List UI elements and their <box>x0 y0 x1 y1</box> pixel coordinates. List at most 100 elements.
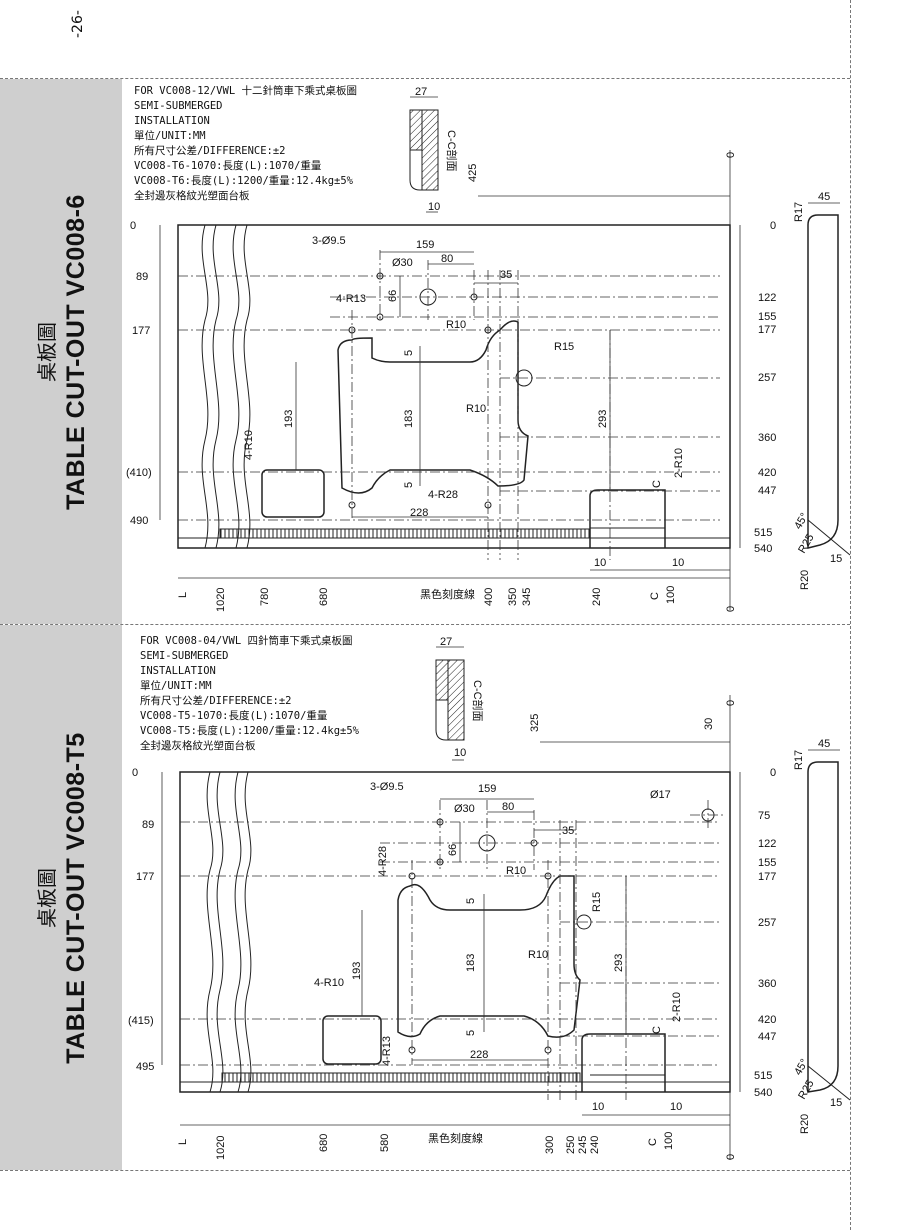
bottom-dim: 0 <box>725 1154 737 1160</box>
callout: 183 <box>403 410 415 428</box>
small-cutout <box>322 1015 382 1065</box>
section-dim-extra: 30 <box>703 718 715 730</box>
side-slot <box>589 489 666 548</box>
callout: R10 <box>466 403 486 415</box>
right-dim: 177 <box>758 324 776 336</box>
right-dim: 540 <box>754 543 772 555</box>
note-line: INSTALLATION <box>140 665 216 677</box>
right-dim: 155 <box>758 857 776 869</box>
edge-dim: R20 <box>799 1114 811 1134</box>
callout: R15 <box>591 892 603 912</box>
left-dim: 177 <box>132 325 150 337</box>
section-dim-height: 325 <box>529 714 541 732</box>
edge-profile <box>807 749 851 1101</box>
bottom-dim: C <box>649 592 661 600</box>
bottom-dim: 100 <box>665 586 677 604</box>
top-separator <box>0 78 850 79</box>
table-outline <box>179 771 731 1093</box>
note-line: 單位/UNIT:MM <box>140 680 212 692</box>
right-dim: 122 <box>758 292 776 304</box>
callout: 3-Ø9.5 <box>312 235 346 247</box>
left-dim: 495 <box>136 1061 154 1073</box>
note-line: FOR VC008-12/VWL 十二針筒車下乘式桌板圖 <box>134 85 357 97</box>
right-dim: 257 <box>758 917 776 929</box>
callout: 3-Ø9.5 <box>370 781 404 793</box>
bottom-dim: 580 <box>379 1134 391 1152</box>
edge-dim: R17 <box>793 750 805 770</box>
bottom-dim: 345 <box>521 588 533 606</box>
right-dim: 75 <box>758 810 770 822</box>
labels-bottom: C-C剖面 27 10 325 30 0 0 89 177 (415) 495 … <box>128 636 842 1160</box>
bottom-dim: 240 <box>589 1136 601 1154</box>
bottom-dim: 240 <box>591 588 603 606</box>
left-dim: 0 <box>130 220 136 232</box>
callout: 66 <box>447 844 459 856</box>
callout: 293 <box>613 954 625 972</box>
callout: C <box>651 480 663 488</box>
edge-dim: R17 <box>793 202 805 222</box>
callout: 193 <box>283 410 295 428</box>
spec-notes-bottom: FOR VC008-04/VWL 四針筒車下乘式桌板圖 SEMI-SUBMERG… <box>140 634 359 754</box>
right-margin-line <box>850 0 851 1230</box>
callout: 228 <box>470 1049 488 1061</box>
scale-strip <box>221 1072 581 1083</box>
bottom-dim: 100 <box>663 1132 675 1150</box>
callout: C <box>651 1026 663 1034</box>
callout: R15 <box>554 341 574 353</box>
right-dim: 177 <box>758 871 776 883</box>
side-band-top: 桌板圖 TABLE CUT-OUT VC008-6 <box>0 79 122 624</box>
callout: 4-R13 <box>381 1036 393 1066</box>
callout: 159 <box>478 783 496 795</box>
right-dim: 360 <box>758 978 776 990</box>
middle-separator <box>0 624 850 625</box>
note-line: 單位/UNIT:MM <box>134 130 206 142</box>
callout: 5 <box>403 482 415 488</box>
edge-dim: R25 <box>796 1078 816 1101</box>
edge-dim: 15 <box>830 1097 842 1109</box>
right-dim: 420 <box>758 467 776 479</box>
holes <box>348 272 533 509</box>
side-slot <box>581 1033 666 1092</box>
right-dim: 0 <box>770 220 776 232</box>
section-label: C-C剖面 <box>471 680 485 722</box>
bottom-dim: 400 <box>483 588 495 606</box>
left-dim: 177 <box>136 871 154 883</box>
callout: Ø30 <box>392 257 413 269</box>
callout: R10 <box>506 865 526 877</box>
edge-dim: 15 <box>830 553 842 565</box>
left-dim: 89 <box>136 271 148 283</box>
section-label: C-C剖面 <box>445 130 459 172</box>
note-line: 全封邊灰格紋光塑面台板 <box>140 740 256 752</box>
labels-top: C-C剖面 27 10 425 0 0 89 177 (410) 490 0 1… <box>126 86 842 612</box>
top-zero: 0 <box>725 152 737 158</box>
right-dim: 515 <box>754 527 772 539</box>
callout: 228 <box>410 507 428 519</box>
edge-dim: 45 <box>818 738 830 750</box>
callout: 159 <box>416 239 434 251</box>
dimension-lines <box>159 150 741 610</box>
left-dim: 89 <box>142 819 154 831</box>
bottom-dim: 780 <box>259 588 271 606</box>
bottom-dim: 680 <box>318 588 330 606</box>
section-dim-bottom: 10 <box>428 201 440 213</box>
drawing-top <box>159 96 851 610</box>
callout: 293 <box>597 410 609 428</box>
left-dim: 490 <box>130 515 148 527</box>
section-dim-top: 27 <box>415 86 427 98</box>
scale-label: 黑色刻度線 <box>420 587 475 601</box>
callout: 4-R13 <box>336 293 366 305</box>
section-dim-top: 27 <box>440 636 452 648</box>
section-dim-height: 425 <box>467 164 479 182</box>
callout: 80 <box>441 253 453 265</box>
bottom-dim: 680 <box>318 1134 330 1152</box>
right-dim: 122 <box>758 838 776 850</box>
callout: 35 <box>500 269 512 281</box>
callout: 183 <box>465 954 477 972</box>
note-line: 所有尺寸公差/DIFFERENCE:±2 <box>134 145 286 157</box>
note-line: VC008-T6:長度(L):1200/重量:12.4kg±5% <box>134 175 354 187</box>
edge-profile <box>807 202 851 556</box>
callout: R10 <box>528 949 548 961</box>
right-dim: 420 <box>758 1014 776 1026</box>
dimension-lines <box>161 695 741 1160</box>
